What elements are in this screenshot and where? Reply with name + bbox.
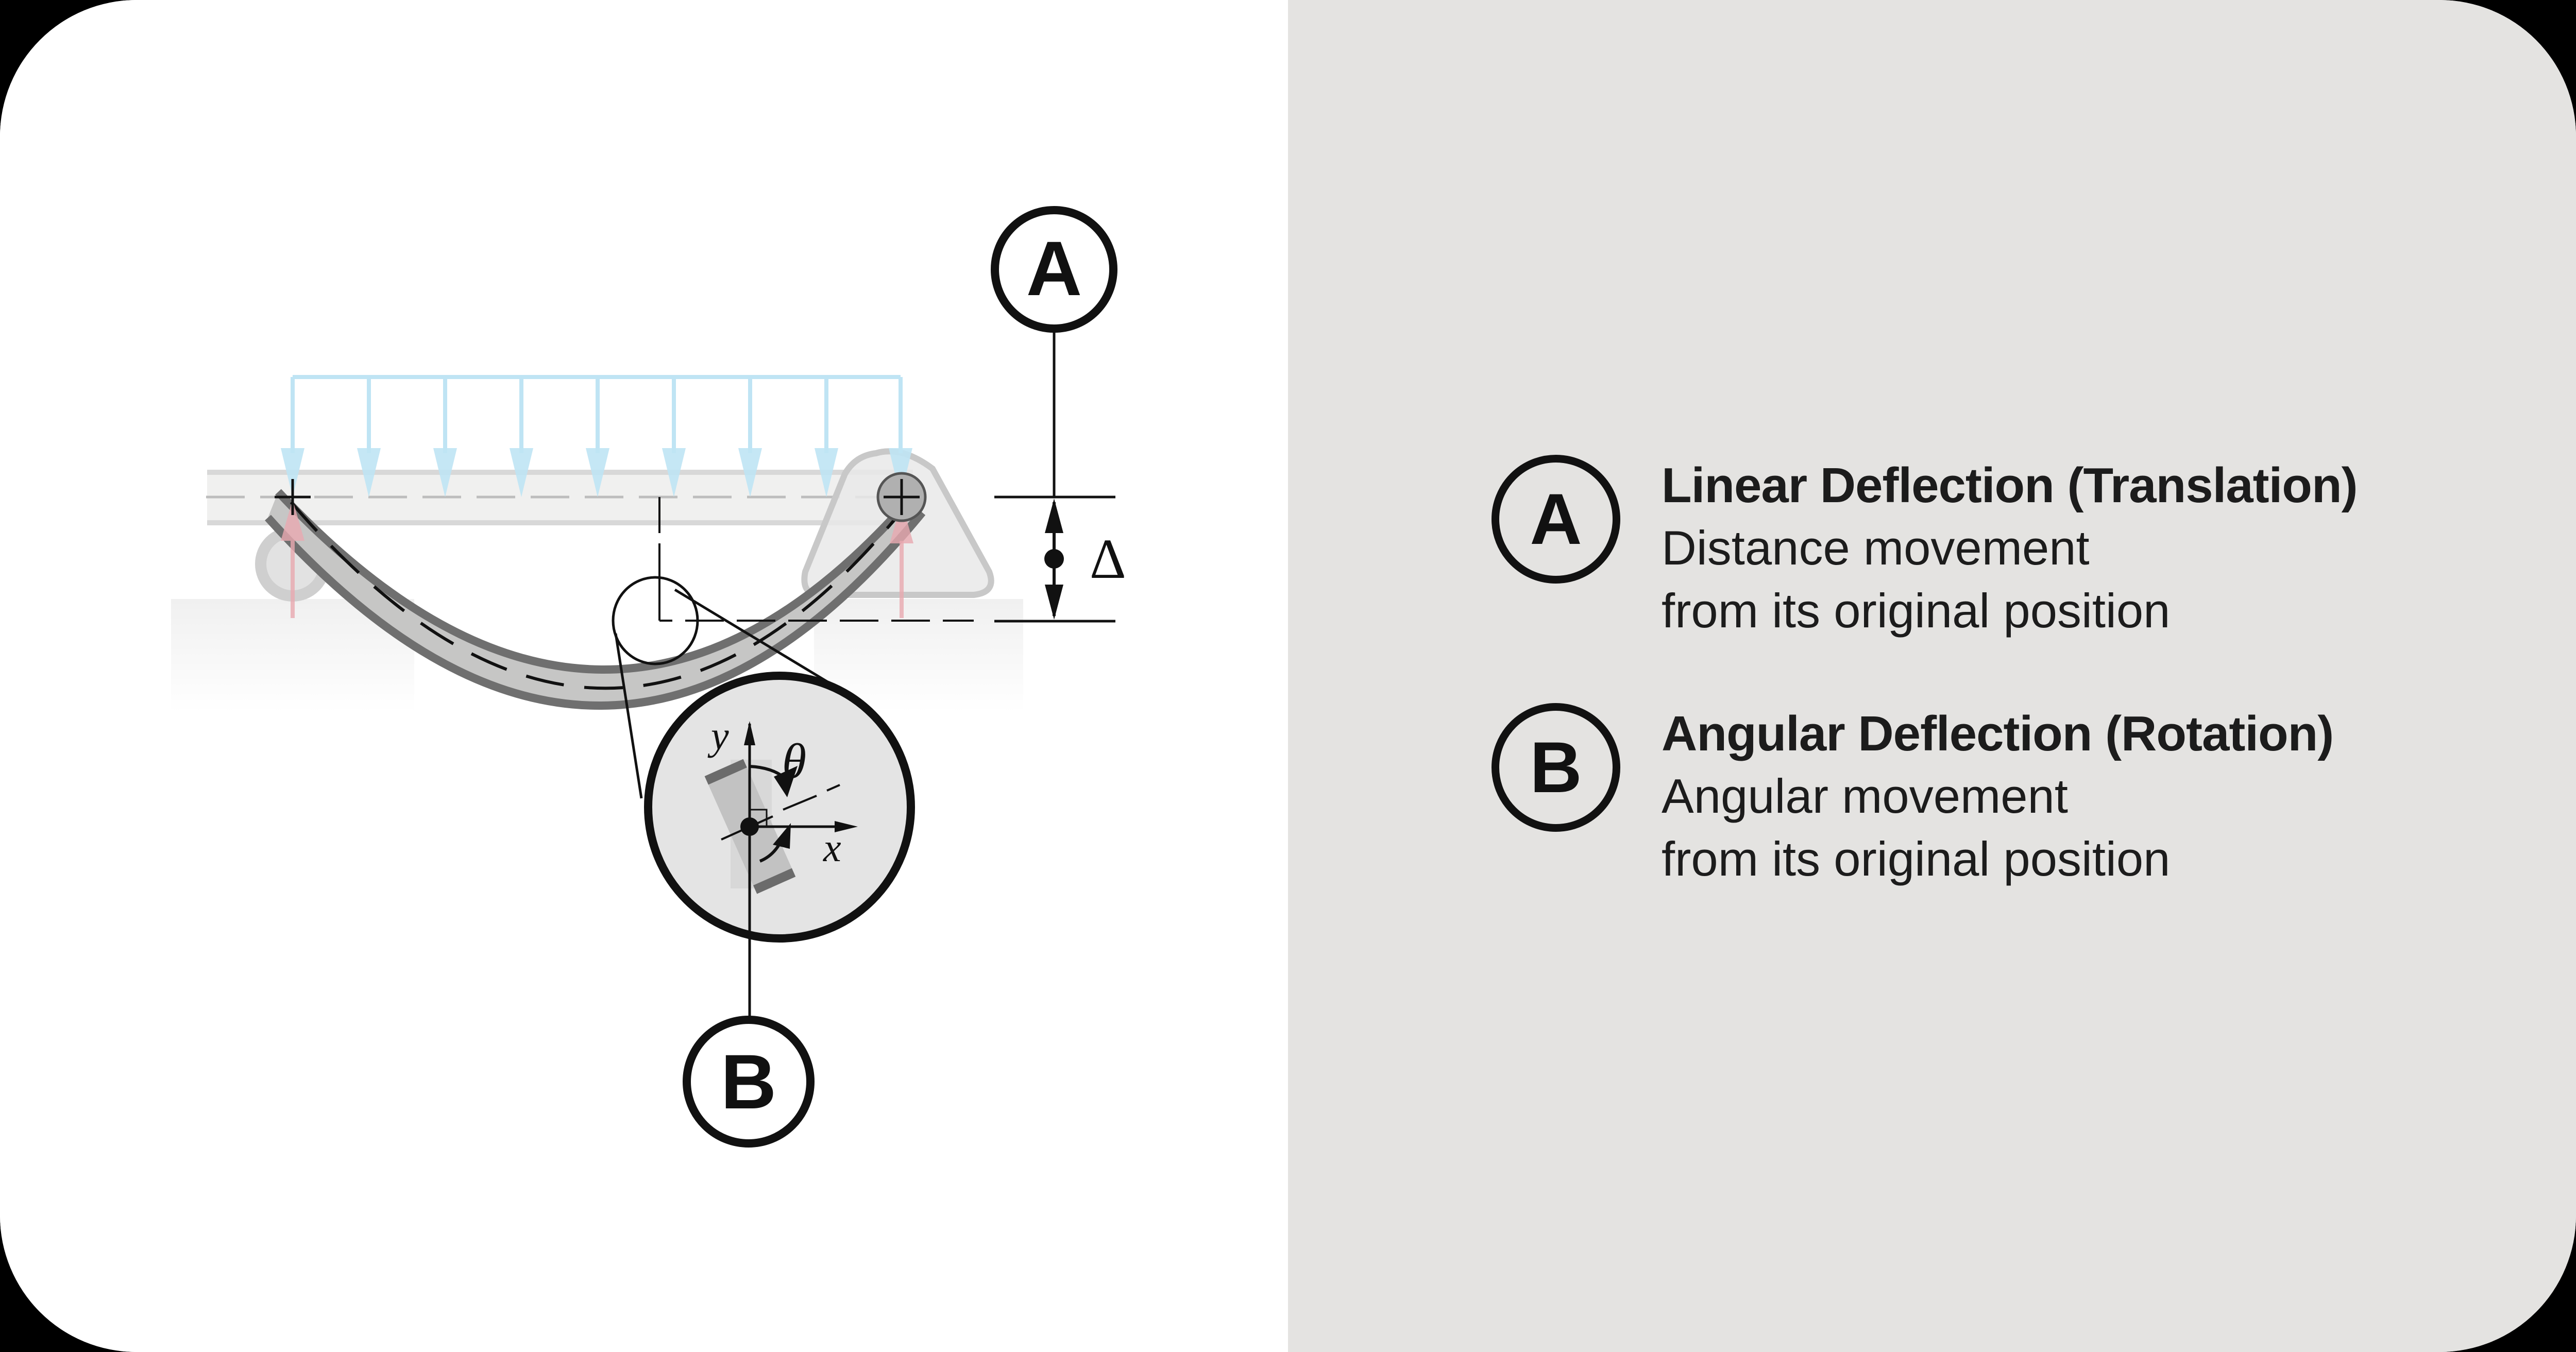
legend-desc-line2: from its original position [1662, 584, 2171, 638]
legend-text-angular: Angular Deflection (Rotation) Angular mo… [1662, 703, 2334, 891]
svg-text:A: A [1026, 225, 1082, 312]
y-axis-label: y [707, 713, 729, 758]
callout-a: A [991, 206, 1117, 497]
diagram-panel: Δ A [171, 206, 1126, 1148]
legend-title: Linear Deflection (Translation) [1662, 458, 2358, 513]
legend-item-angular: B Angular Deflection (Rotation) Angular … [1492, 703, 2334, 891]
beam-deflection-diagram: Δ A [171, 206, 1126, 1148]
svg-text:B: B [721, 1038, 776, 1125]
legend-text-linear: Linear Deflection (Translation) Distance… [1662, 455, 2358, 642]
delta-symbol: Δ [1090, 527, 1126, 590]
deformed-beam [265, 489, 926, 710]
legend-item-linear: A Linear Deflection (Translation) Distan… [1492, 455, 2358, 642]
x-axis-label: x [823, 825, 841, 870]
badge-a-icon: A [1492, 455, 1620, 584]
badge-b-icon: B [1492, 703, 1620, 832]
deflection-dimension [994, 495, 1115, 623]
undeformed-beam [206, 470, 913, 525]
left-pin-marker [275, 479, 311, 515]
distributed-load [281, 375, 912, 497]
legend-desc-line1: Angular movement [1662, 769, 2068, 823]
detail-locator [612, 576, 840, 799]
legend-title: Angular Deflection (Rotation) [1662, 706, 2334, 761]
midspan-reference [658, 497, 974, 622]
legend-desc-line2: from its original position [1662, 832, 2171, 886]
legend-desc-line1: Distance movement [1662, 521, 2090, 575]
detail-view: y x θ [644, 672, 915, 943]
reaction-forces [281, 500, 913, 618]
legend-panel [1288, 0, 2576, 1352]
theta-label: θ [782, 733, 806, 789]
right-pin-marker [876, 472, 927, 522]
callout-b: B [683, 937, 815, 1148]
